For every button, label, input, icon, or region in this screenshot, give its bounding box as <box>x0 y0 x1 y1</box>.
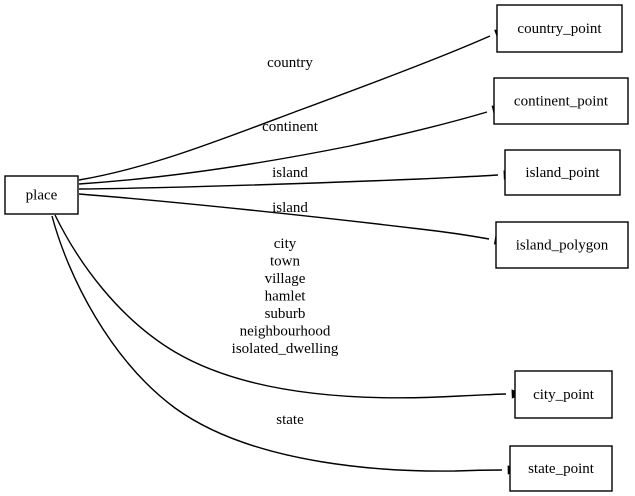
edge-label: island <box>272 200 308 216</box>
node-box[interactable] <box>514 370 613 419</box>
graph-node-state_point[interactable]: state_point <box>509 445 613 492</box>
edge-line <box>78 174 499 190</box>
node-label: place <box>26 187 58 203</box>
edge-label: island <box>272 165 308 181</box>
node-box[interactable] <box>4 175 79 215</box>
node-label: island_point <box>525 165 600 181</box>
node-label: country_point <box>517 21 602 37</box>
node-box[interactable] <box>495 221 629 269</box>
edge-line <box>54 214 507 399</box>
node-label: island_polygon <box>516 237 609 253</box>
graph-node-place[interactable]: place <box>4 175 79 215</box>
node-label: city_point <box>533 387 595 403</box>
node-label: continent_point <box>514 93 609 109</box>
edge-line <box>51 215 503 472</box>
edge-line <box>78 35 491 181</box>
node-box[interactable] <box>509 445 613 492</box>
node-label: state_point <box>528 461 595 477</box>
nodes-layer: place country_point continent_point island_… <box>4 4 629 492</box>
edge-line <box>78 111 488 185</box>
edge-line <box>78 193 490 240</box>
edge-label: state <box>276 412 304 428</box>
graph-node-city_point[interactable]: city_point <box>514 370 613 419</box>
edge-label: continent <box>262 119 319 135</box>
node-box[interactable] <box>496 4 623 53</box>
graph-node-continent_point[interactable]: continent_point <box>493 77 629 125</box>
node-box[interactable] <box>493 77 629 125</box>
edge-label: country <box>267 55 313 71</box>
node-box[interactable] <box>504 149 621 196</box>
graph-node-country_point[interactable]: country_point <box>496 4 623 53</box>
graph-node-island_polygon[interactable]: island_polygon <box>495 221 629 269</box>
graph-node-island_point[interactable]: island_point <box>504 149 621 196</box>
